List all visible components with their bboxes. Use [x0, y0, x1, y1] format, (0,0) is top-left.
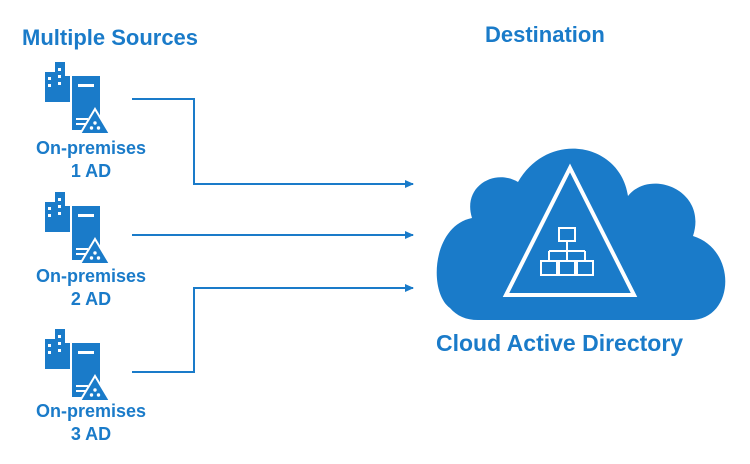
source-line2: 3 AD — [70, 424, 112, 444]
org-chart-icon — [540, 227, 594, 276]
cloud-active-directory-label: Cloud Active Directory — [436, 330, 684, 356]
source-line1: On-premises — [35, 266, 147, 286]
cloud-icon — [436, 148, 726, 320]
source-line2: 1 AD — [70, 161, 112, 181]
on-premises-1-label: On-premises 1 AD — [11, 137, 171, 183]
source-line2: 2 AD — [70, 289, 112, 309]
destination-heading: Destination — [485, 22, 605, 47]
on-premises-3-server-icon — [44, 328, 111, 402]
sources-heading: Multiple Sources — [22, 25, 199, 50]
on-premises-1-server-icon — [44, 61, 111, 135]
on-premises-2-label: On-premises 2 AD — [11, 265, 171, 311]
on-premises-2-server-icon — [44, 191, 111, 265]
on-premises-3-label: On-premises 3 AD — [11, 400, 171, 446]
source-line1: On-premises — [35, 138, 147, 158]
connector-1 — [132, 98, 414, 188]
source-line1: On-premises — [35, 401, 147, 421]
connector-3 — [132, 284, 414, 373]
